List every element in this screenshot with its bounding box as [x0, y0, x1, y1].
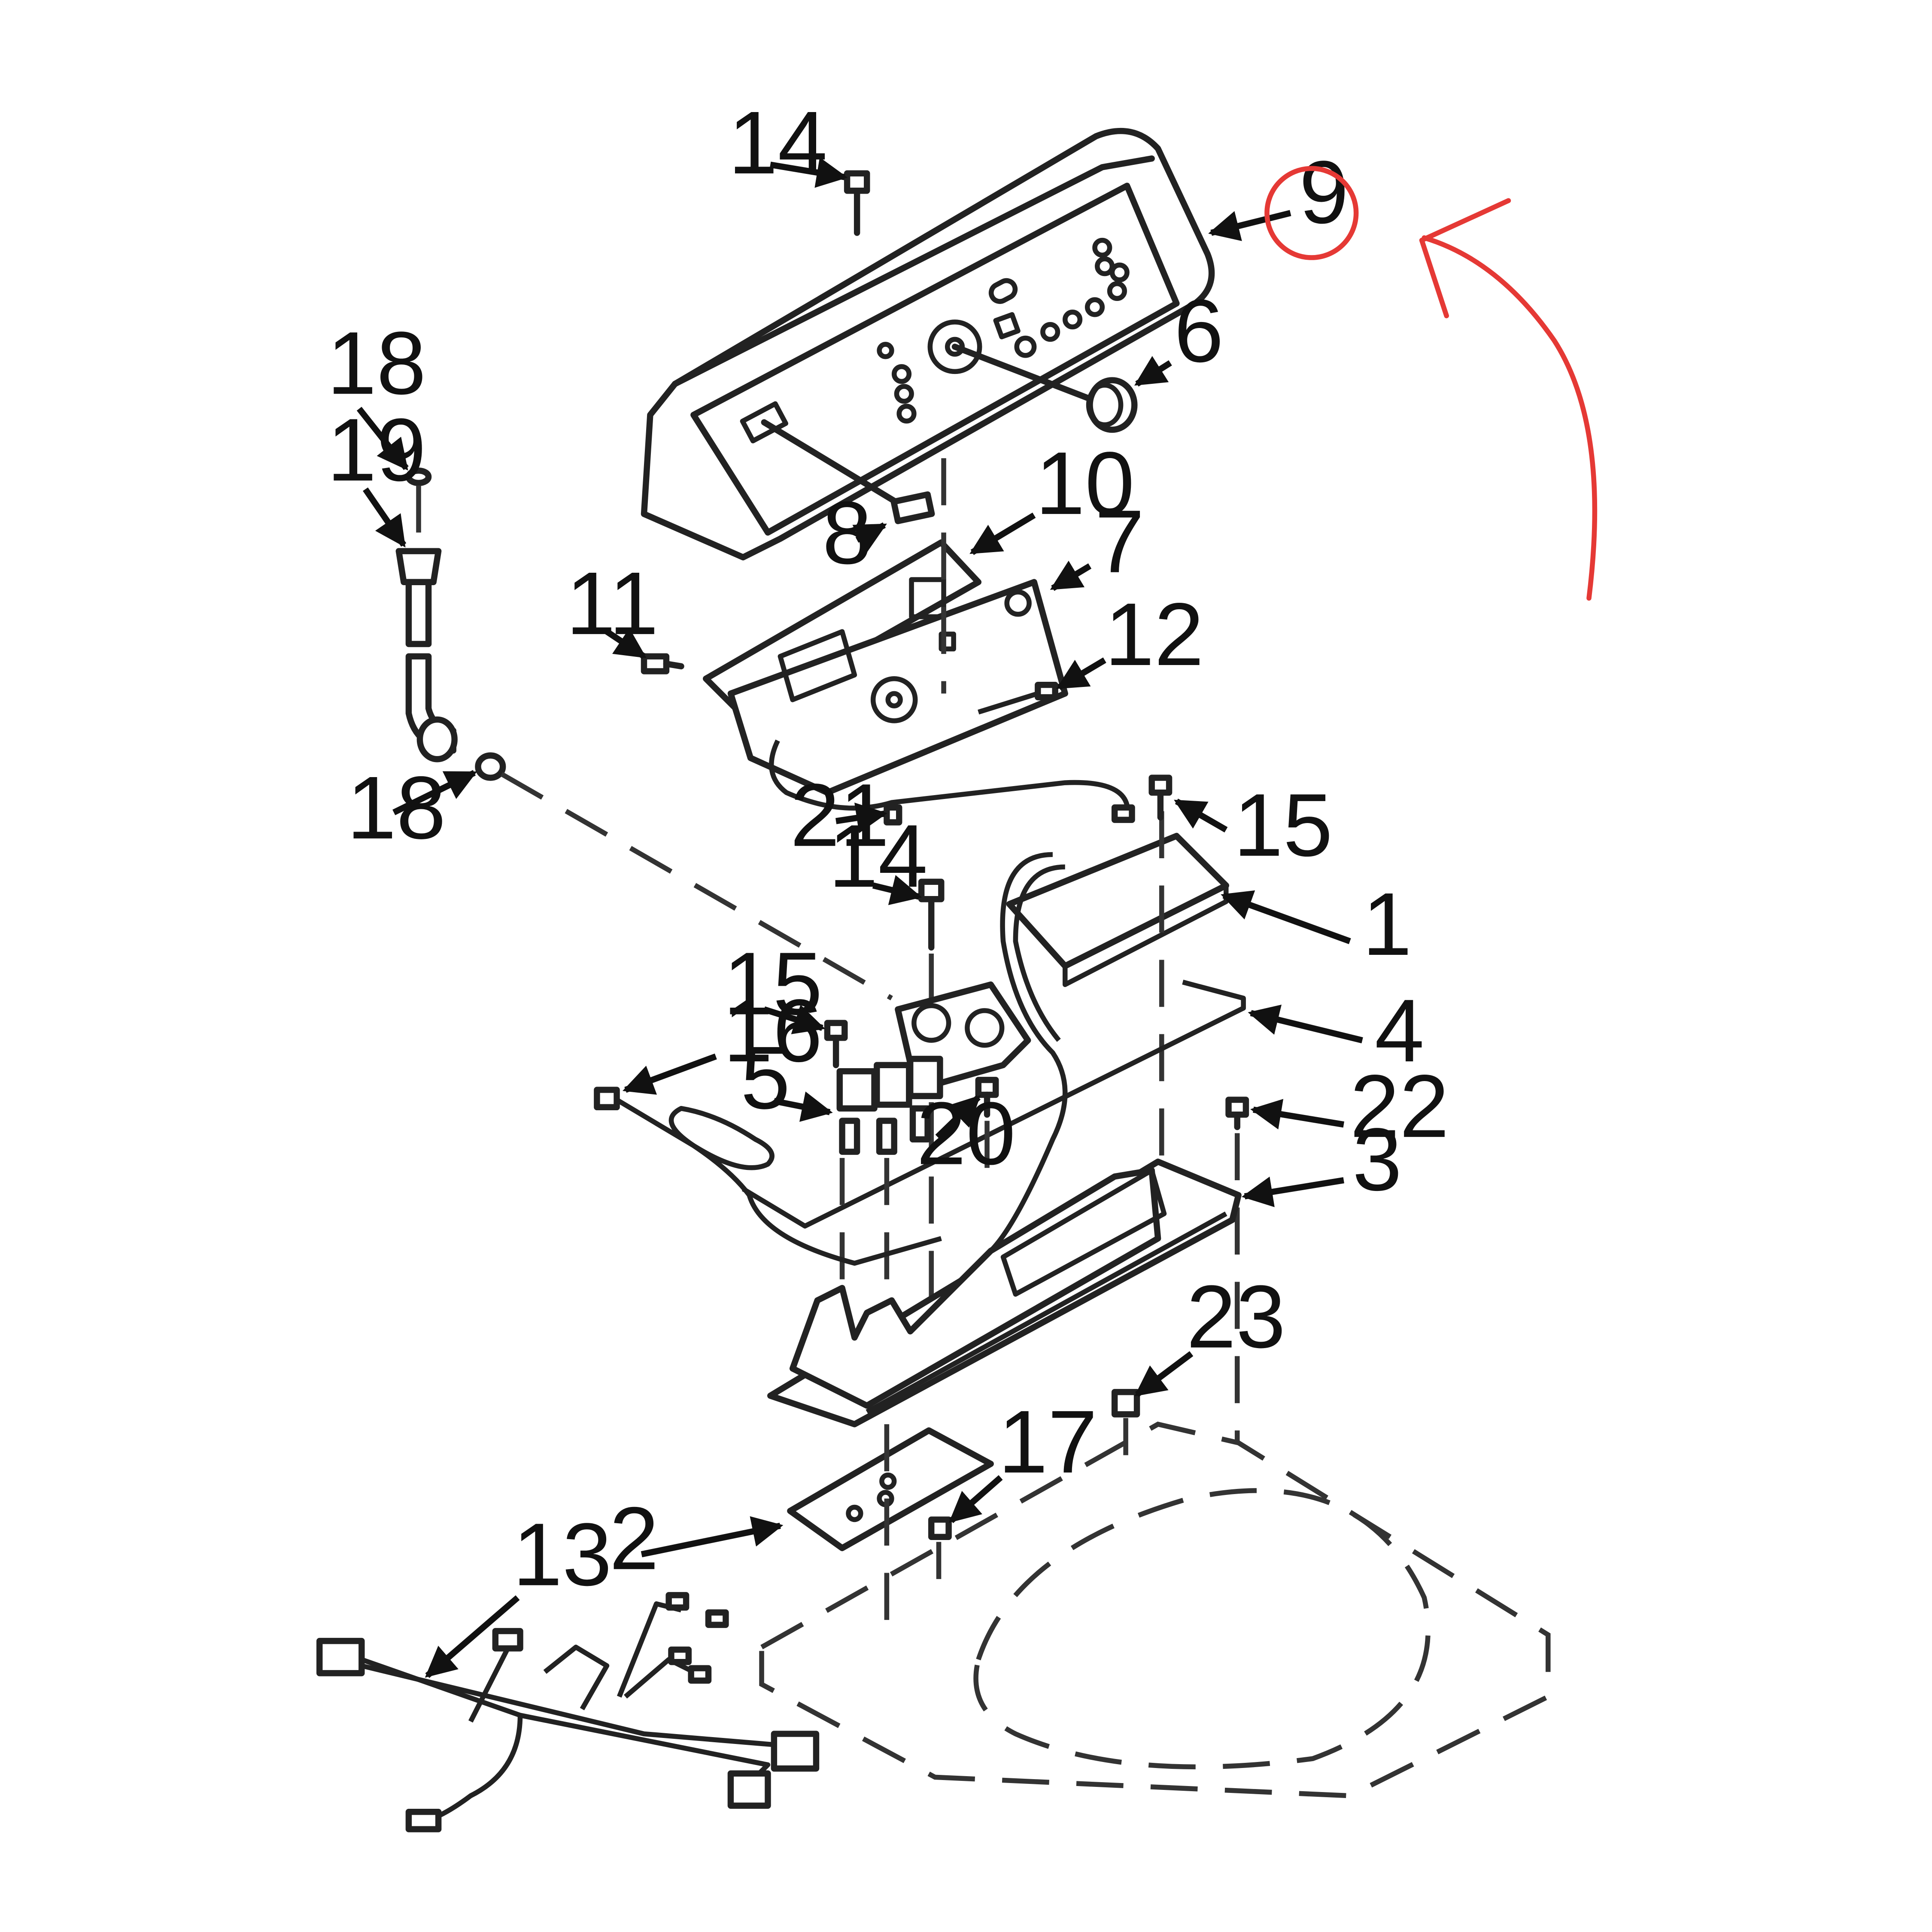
- console-base: [767, 1158, 1242, 1428]
- leader-lines: [356, 157, 1363, 1678]
- callout-21: 21: [790, 766, 889, 865]
- callout-23: 23: [1186, 1267, 1285, 1367]
- main-control-board: [989, 832, 1229, 1253]
- callout-15-top: 15: [1233, 775, 1333, 875]
- highlight-arrow: [1422, 235, 1598, 601]
- bracket-2: [787, 1427, 994, 1551]
- connector-21b: [1111, 804, 1135, 823]
- callout-18-top: 18: [327, 313, 426, 413]
- callout-labels: 14 9 6 8 10 7 11 12 18 19 18 21 15 14 1 …: [327, 93, 1449, 1604]
- callout-7: 7: [1095, 492, 1145, 592]
- callout-11: 11: [566, 554, 659, 653]
- ui-board: [703, 539, 1130, 811]
- callout-8: 8: [822, 483, 872, 583]
- lens-8: [890, 491, 935, 524]
- callout-17: 17: [998, 1392, 1097, 1492]
- screw-15-top: [1148, 775, 1173, 821]
- clip-17: [928, 1516, 952, 1540]
- fill-hose-assembly: [395, 467, 506, 781]
- screw-15-mid: [824, 1020, 848, 1068]
- connector-12: [1035, 681, 1058, 701]
- clip-23: [1111, 1389, 1140, 1418]
- highlight-annotation: [1264, 166, 1598, 601]
- callout-19: 19: [327, 400, 426, 500]
- callout-2: 2: [609, 1489, 659, 1589]
- screw-11: [641, 653, 684, 674]
- knob-6: [1086, 377, 1138, 433]
- callout-18-bottom: 18: [347, 758, 446, 858]
- screw-20: [975, 1077, 999, 1118]
- highlight-circle: [1264, 166, 1359, 260]
- callout-14-mid: 14: [829, 806, 928, 906]
- wire-4: [741, 979, 1246, 1229]
- callout-9: 9: [1299, 143, 1349, 242]
- callout-14: 14: [728, 93, 827, 193]
- callout-5: 5: [741, 1028, 790, 1128]
- callout-12: 12: [1105, 585, 1204, 684]
- connector-21: [884, 804, 902, 826]
- callout-16: 16: [723, 981, 823, 1081]
- callout-1: 1: [1362, 875, 1412, 974]
- callout-10: 10: [1036, 434, 1135, 533]
- callout-20: 20: [917, 1084, 1016, 1184]
- top-cabinet-outline: [759, 1422, 1551, 1798]
- callout-6: 6: [1174, 281, 1224, 381]
- water-valves: [836, 981, 1031, 1155]
- callout-13: 13: [513, 1505, 612, 1604]
- screw-14-top: [844, 170, 870, 236]
- highlight-arrowhead: [1419, 198, 1511, 319]
- callout-22: 22: [1350, 1057, 1449, 1156]
- callout-3: 3: [1352, 1110, 1402, 1209]
- callout-15-mid: 15: [723, 934, 823, 1034]
- wire-harness-13: [316, 1592, 820, 1832]
- screw-22: [1225, 1097, 1249, 1130]
- callout-4: 4: [1375, 981, 1425, 1081]
- wire-harness-16: [594, 1087, 942, 1266]
- console-panel: [641, 128, 1215, 561]
